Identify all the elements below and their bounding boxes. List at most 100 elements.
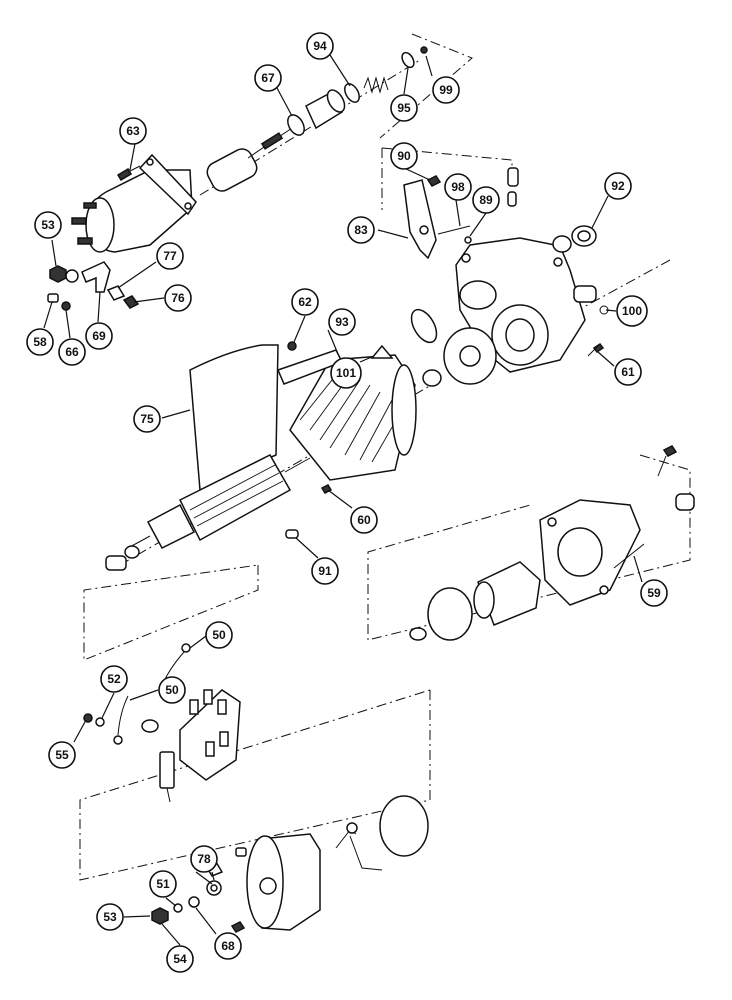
pin-90 bbox=[426, 175, 442, 187]
callout-83: 83 bbox=[347, 216, 375, 244]
housing-mount-hole bbox=[461, 253, 471, 263]
frame-brush bbox=[83, 564, 259, 661]
field-frame-armature bbox=[105, 308, 497, 571]
leader-50-lower bbox=[129, 689, 159, 701]
drive-end-hole bbox=[599, 585, 609, 595]
leader-98 bbox=[455, 199, 461, 227]
svg-text:54: 54 bbox=[173, 952, 187, 966]
lead-50-upper-eye bbox=[181, 643, 191, 653]
leader-95 bbox=[403, 67, 409, 95]
bolt-top-shank bbox=[657, 455, 667, 477]
solenoid-end-cap bbox=[85, 197, 115, 253]
bushing-78-inner bbox=[210, 884, 218, 892]
svg-text:76: 76 bbox=[171, 291, 185, 305]
washer-68 bbox=[188, 896, 200, 908]
small-dowel bbox=[235, 847, 247, 857]
callout-89: 89 bbox=[472, 186, 500, 214]
brush-lead bbox=[166, 787, 171, 803]
leader-78-a bbox=[195, 871, 213, 885]
solenoid-plunger bbox=[206, 148, 258, 192]
leader-53-bottom bbox=[123, 915, 151, 918]
leader-76 bbox=[133, 297, 165, 303]
washer-52 bbox=[95, 717, 105, 727]
leader-59 bbox=[633, 555, 643, 583]
svg-text:66: 66 bbox=[65, 345, 79, 359]
svg-text:90: 90 bbox=[397, 149, 411, 163]
svg-text:89: 89 bbox=[479, 193, 493, 207]
svg-text:58: 58 bbox=[33, 335, 47, 349]
callout-51: 51 bbox=[149, 870, 177, 898]
callout-52: 52 bbox=[100, 665, 128, 693]
cap-77 bbox=[106, 285, 126, 301]
plunger-rod-thread bbox=[260, 132, 284, 150]
housing-mount-hole bbox=[553, 257, 563, 267]
terminal-stud-head bbox=[346, 822, 358, 834]
leader-68 bbox=[195, 907, 217, 935]
callout-68: 68 bbox=[214, 932, 242, 960]
leader-62 bbox=[293, 315, 306, 343]
solenoid-terminal bbox=[83, 202, 97, 209]
svg-text:67: 67 bbox=[261, 71, 275, 85]
svg-text:75: 75 bbox=[140, 412, 154, 426]
leader-55 bbox=[73, 719, 87, 743]
callout-92: 92 bbox=[604, 172, 632, 200]
leader-89 bbox=[469, 212, 487, 237]
bolt-58 bbox=[47, 293, 59, 303]
solenoid-terminal bbox=[71, 217, 87, 225]
leader-67 bbox=[276, 87, 293, 117]
clip-99 bbox=[420, 46, 428, 54]
dowel-91 bbox=[285, 529, 299, 539]
callout-100: 100 bbox=[616, 295, 648, 327]
dowel-top bbox=[507, 167, 519, 187]
svg-text:98: 98 bbox=[451, 180, 465, 194]
marker-triangle-101 bbox=[370, 344, 394, 359]
svg-text:59: 59 bbox=[647, 586, 661, 600]
callout-101: 101 bbox=[330, 357, 362, 389]
callout-54: 54 bbox=[166, 945, 194, 973]
solenoid-terminal bbox=[77, 237, 93, 245]
pinion-clutch bbox=[477, 561, 541, 626]
svg-text:61: 61 bbox=[621, 365, 635, 379]
callout-62: 62 bbox=[291, 288, 319, 316]
leader-99 bbox=[425, 55, 433, 77]
svg-text:53: 53 bbox=[41, 218, 55, 232]
screw-63 bbox=[116, 167, 133, 182]
callout-50-upper: 50 bbox=[205, 621, 233, 649]
terminal-hardware bbox=[47, 261, 140, 311]
callout-90: 90 bbox=[390, 142, 418, 170]
leader-100 bbox=[605, 309, 617, 312]
bolt-head-bottom bbox=[230, 921, 246, 933]
svg-text:63: 63 bbox=[126, 124, 140, 138]
svg-text:99: 99 bbox=[439, 83, 453, 97]
svg-text:94: 94 bbox=[313, 39, 327, 53]
callout-50-lower: 50 bbox=[158, 676, 186, 704]
svg-text:52: 52 bbox=[107, 672, 121, 686]
sleeve-100 bbox=[573, 285, 597, 303]
screw-62 bbox=[287, 341, 297, 351]
svg-text:62: 62 bbox=[298, 295, 312, 309]
callout-55: 55 bbox=[48, 741, 76, 769]
svg-text:50: 50 bbox=[165, 683, 179, 697]
svg-text:69: 69 bbox=[92, 329, 106, 343]
svg-text:100: 100 bbox=[622, 304, 642, 318]
leader-75 bbox=[161, 409, 191, 419]
svg-text:68: 68 bbox=[221, 939, 235, 953]
leader-77 bbox=[117, 261, 157, 289]
leader-83 bbox=[377, 229, 409, 239]
callout-58: 58 bbox=[26, 328, 54, 356]
callout-63: 63 bbox=[119, 117, 147, 145]
leader-58 bbox=[43, 301, 53, 329]
leader-53-top bbox=[51, 239, 57, 267]
leader-69 bbox=[97, 291, 101, 323]
drive-washer bbox=[409, 627, 427, 641]
callout-76: 76 bbox=[164, 284, 192, 312]
armature-bushing bbox=[124, 545, 140, 559]
callout-95: 95 bbox=[390, 94, 418, 122]
callout-98: 98 bbox=[444, 173, 472, 201]
commutator-end-assembly bbox=[151, 795, 429, 933]
lever-83 bbox=[403, 179, 437, 260]
bolt-head-top bbox=[662, 445, 678, 457]
callout-99: 99 bbox=[432, 76, 460, 104]
callout-94: 94 bbox=[306, 32, 334, 60]
seal-94 bbox=[344, 83, 360, 103]
